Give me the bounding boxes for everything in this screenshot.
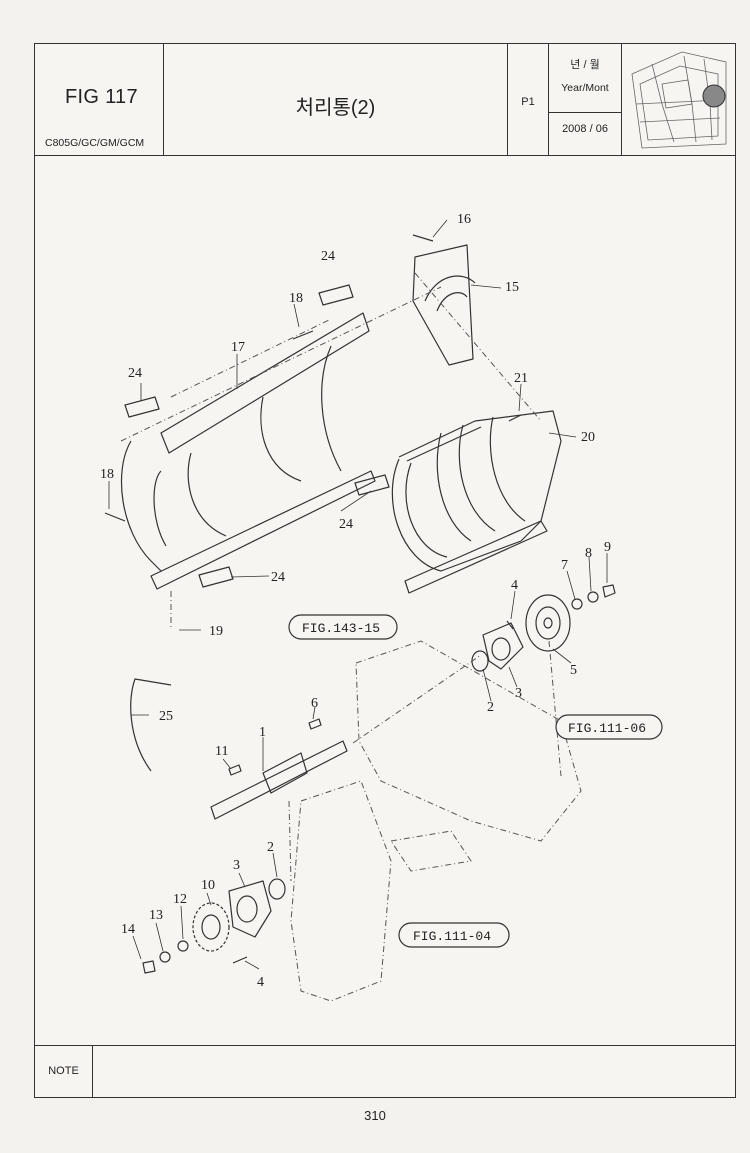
callout-label: 19 — [209, 624, 223, 639]
note-row: NOTE — [35, 1045, 735, 1097]
wire-hook — [130, 678, 172, 772]
callout-label: 24 — [271, 570, 285, 585]
callout-label: 4 — [511, 578, 518, 593]
callout-labels: 16 15 24 18 17 24 21 20 18 24 24 19 7 8 … — [100, 212, 611, 990]
callout-label: 21 — [514, 371, 528, 386]
bracket — [412, 244, 474, 366]
drawing-sheet: FIG 117 C805G/GC/GM/GCM 처리통(2) P1 년 / 월 … — [34, 43, 736, 1098]
pad — [124, 396, 160, 418]
callout-label: 3 — [233, 858, 240, 873]
year-month-label-en: Year/Mont — [561, 82, 609, 94]
callout-label: 8 — [585, 546, 592, 561]
fig-reference-111-04: FIG.111-04 — [413, 929, 491, 944]
title-cell: 처리통(2) — [164, 44, 508, 155]
callout-label: 11 — [215, 744, 228, 759]
pad — [318, 284, 354, 306]
callout-label: 25 — [159, 709, 173, 724]
callout-label: 15 — [505, 280, 519, 295]
issue-date: 2008 / 06 — [562, 123, 608, 135]
combine-harvester-sketch — [631, 51, 727, 149]
callout-label: 2 — [267, 840, 274, 855]
callout-label: 16 — [457, 212, 471, 227]
callout-label: 2 — [487, 700, 494, 715]
figure-number: FIG 117 — [65, 86, 138, 108]
year-month-label-ko: 년 / 월 — [570, 59, 600, 71]
bearing-housing-lower — [228, 880, 272, 938]
pulley — [525, 594, 571, 652]
pad — [198, 566, 234, 588]
title-block: FIG 117 C805G/GC/GM/GCM 처리통(2) P1 년 / 월 … — [35, 44, 735, 156]
callout-label: 24 — [321, 249, 335, 264]
parts-diagram: 16 15 24 18 17 24 21 20 18 24 24 19 7 8 … — [100, 212, 663, 1002]
cage — [398, 420, 482, 462]
callout-label: 24 — [339, 517, 353, 532]
shaft — [210, 740, 348, 820]
callout-label: 5 — [570, 663, 577, 678]
sprocket — [192, 902, 230, 952]
callout-label: 10 — [201, 878, 215, 893]
callout-label: 17 — [231, 340, 245, 355]
fig-reference-111-06: FIG.111-06 — [568, 721, 646, 736]
callout-label: 1 — [259, 725, 266, 740]
year-month-cell: 년 / 월 Year/Mont 2008 / 06 — [549, 44, 622, 155]
note-label: NOTE — [35, 1046, 93, 1097]
callout-label: 6 — [311, 696, 318, 711]
page-title: 처리통(2) — [295, 97, 376, 119]
page-code-cell: P1 — [508, 44, 549, 155]
callout-label: 12 — [173, 892, 187, 907]
pad — [354, 474, 390, 496]
callout-label: 24 — [128, 366, 142, 381]
fig-reference-143-15: FIG.143-15 — [302, 621, 380, 636]
callout-label: 7 — [561, 558, 568, 573]
callout-label: 18 — [100, 467, 114, 482]
model-list: C805G/GC/GM/GCM — [45, 137, 145, 149]
exploded-view: 16 15 24 18 17 24 21 20 18 24 24 19 7 8 … — [35, 155, 735, 1046]
page-number: 310 — [364, 1108, 386, 1123]
callout-label: 20 — [581, 430, 595, 445]
page-code: P1 — [521, 96, 535, 108]
callout-label: 9 — [604, 540, 611, 555]
machine-thumbnail — [622, 44, 735, 155]
callout-label: 4 — [257, 975, 264, 990]
callout-label: 3 — [515, 686, 522, 701]
callout-label: 13 — [149, 908, 163, 923]
callout-label: 14 — [121, 922, 135, 937]
figure-cell: FIG 117 C805G/GC/GM/GCM — [35, 44, 164, 155]
bearing-housing — [482, 622, 524, 670]
cover-panel — [160, 312, 370, 454]
callout-label: 18 — [289, 291, 303, 306]
